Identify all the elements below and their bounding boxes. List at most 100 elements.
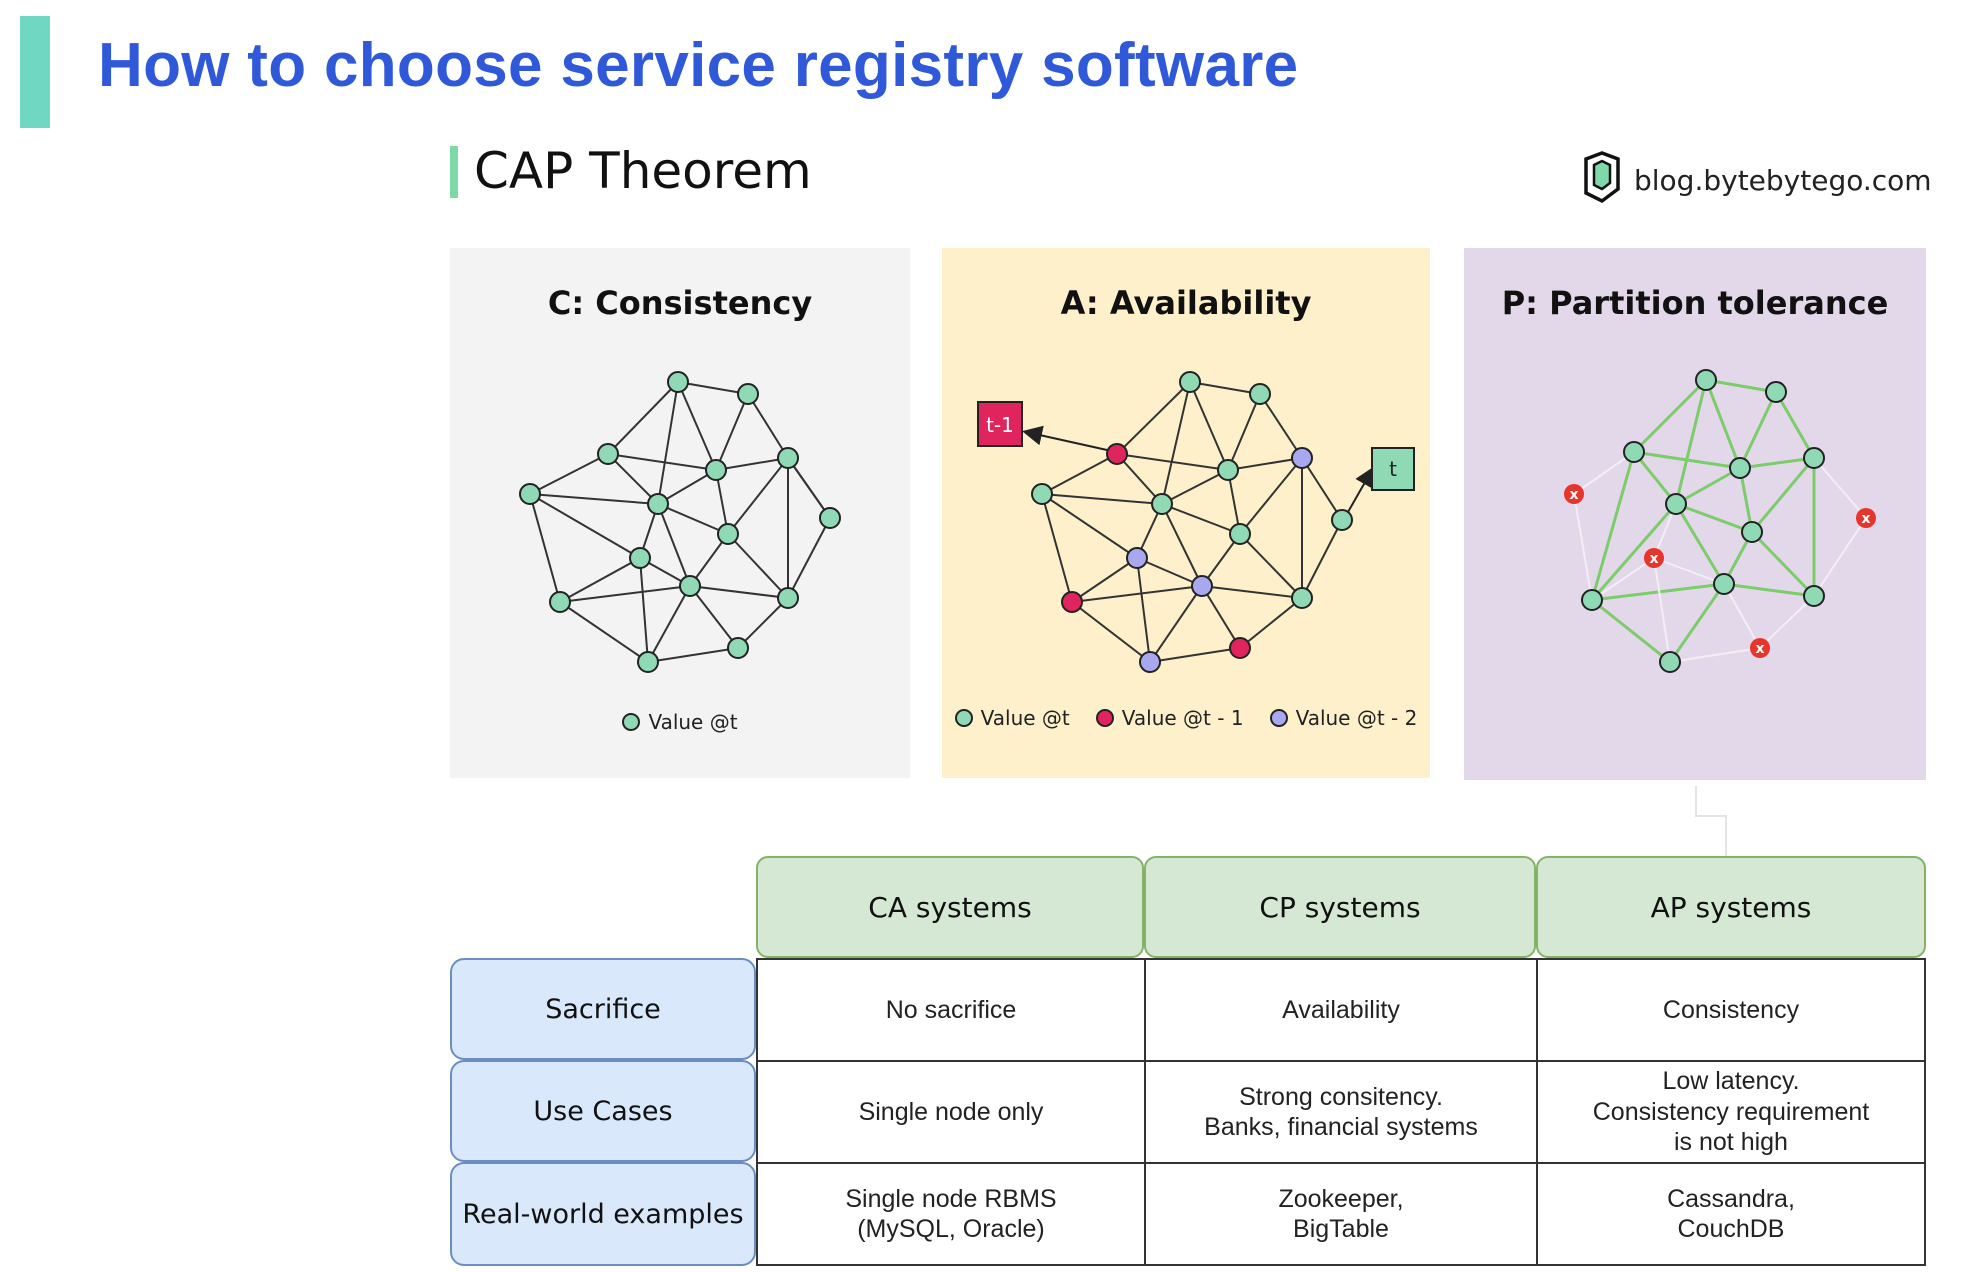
graph-edge [529,453,609,495]
graph-edge [607,453,659,505]
graph-edge [1675,466,1741,506]
error-node-icon: x [1644,548,1664,568]
row-header-real-world-examples: Real-world examples [450,1162,756,1266]
graph-node [1151,493,1173,515]
graph-edge [1573,451,1635,495]
graph-node [667,371,689,393]
graph-edge [1189,381,1261,395]
graph-edge [677,381,749,395]
graph-edge [1632,378,1708,454]
graph-edge [1301,519,1343,599]
tag-old-box [977,401,1023,447]
graph-edge [1705,378,1777,394]
bytebytego-logo-icon [1580,149,1624,211]
graph-edge [1590,503,1678,601]
red-dot-icon [1095,709,1114,727]
graph-edge [657,503,729,535]
legend-item: Value @t [954,706,1070,730]
graph-edge [1750,457,1816,533]
graph-edge [1653,557,1725,585]
graph-edge [1813,457,1867,519]
graph-node [1031,483,1053,505]
graph-edge [1591,598,1671,664]
availability-legend: Value @t Value @t - 1 Value @t - 2 [942,706,1430,730]
graph-edge [607,381,679,455]
graph-edge [1738,391,1778,469]
graph-edge [1739,456,1815,470]
table-cell: Cassandra, CouchDB [1536,1162,1926,1266]
graph-edge [1041,493,1138,559]
table-cell: No sacrifice [756,958,1146,1062]
graph-edge [1161,503,1203,587]
graph-edge [737,597,789,649]
graph-node [637,651,659,673]
graph-edge [1591,582,1725,602]
graph-edge [1201,585,1303,599]
graph-edge [1041,453,1118,495]
availability-title: A: Availability [1060,284,1312,322]
graph-node [727,637,749,659]
title-accent-bar [20,16,50,128]
graph-node [647,493,669,515]
graph-node [1665,493,1687,515]
graph-edge [1669,647,1761,663]
error-node-icon: x [1564,484,1584,504]
svg-text:x: x [1755,641,1764,657]
graph-edge [1301,457,1343,521]
table-cell: Zookeeper, BigTable [1144,1162,1538,1266]
graph-edge [1668,583,1726,663]
graph-edge [1116,453,1163,505]
graph-node [1061,591,1083,613]
graph-edge [1573,493,1593,601]
graph-node [519,483,541,505]
graph-node [1229,523,1251,545]
consistency-graph [519,371,841,673]
availability-graph: t-1t [977,371,1415,673]
error-node-icon: x [1750,638,1770,658]
table-cell: Low latency. Consistency requirement is … [1536,1060,1926,1164]
arrow-to-new-tag [1347,466,1374,513]
graph-edge [1704,379,1742,469]
graph-edge [747,393,789,459]
graph-edge [689,585,789,599]
graph-node [777,447,799,469]
graph-edge [1590,451,1636,601]
graph-node [717,523,739,545]
graph-edge [1071,601,1151,663]
graph-edge [529,493,659,505]
graph-node [1803,585,1825,607]
graph-edge [727,533,789,599]
graph-edge [529,493,641,559]
graph-edge [1653,557,1671,663]
row-header-use-cases: Use Cases [450,1060,756,1162]
graph-node [1229,637,1251,659]
graph-node [1139,651,1161,673]
graph-edge [715,457,789,471]
graph-edge [1161,381,1191,505]
legend-item: Value @t [622,710,738,734]
graph-edge [1227,457,1303,471]
graph-node [629,547,651,569]
tag-old-label: t-1 [986,413,1014,437]
column-header-cp: CP systems [1144,856,1536,958]
graph-edge [639,557,649,663]
graph-edge [787,457,831,519]
graph-edge [1041,493,1163,505]
arrow-to-old-tag [1022,425,1108,451]
graph-edge [689,585,739,649]
graph-edge [1750,530,1816,598]
graph-node [1765,381,1787,403]
graph-edge [657,381,679,505]
graph-edge [529,493,561,603]
graph-node [1291,587,1313,609]
graph-edge [1071,585,1203,603]
graph-edge [1136,557,1203,587]
table-cell: Strong consitency. Banks, financial syst… [1144,1060,1538,1164]
svg-text:x: x [1649,551,1658,567]
legend-label: Value @t [648,710,738,734]
graph-node [819,507,841,529]
graph-edge [1161,503,1241,535]
svg-text:x: x [1569,487,1578,503]
page-title: How to choose service registry software [98,31,1299,100]
